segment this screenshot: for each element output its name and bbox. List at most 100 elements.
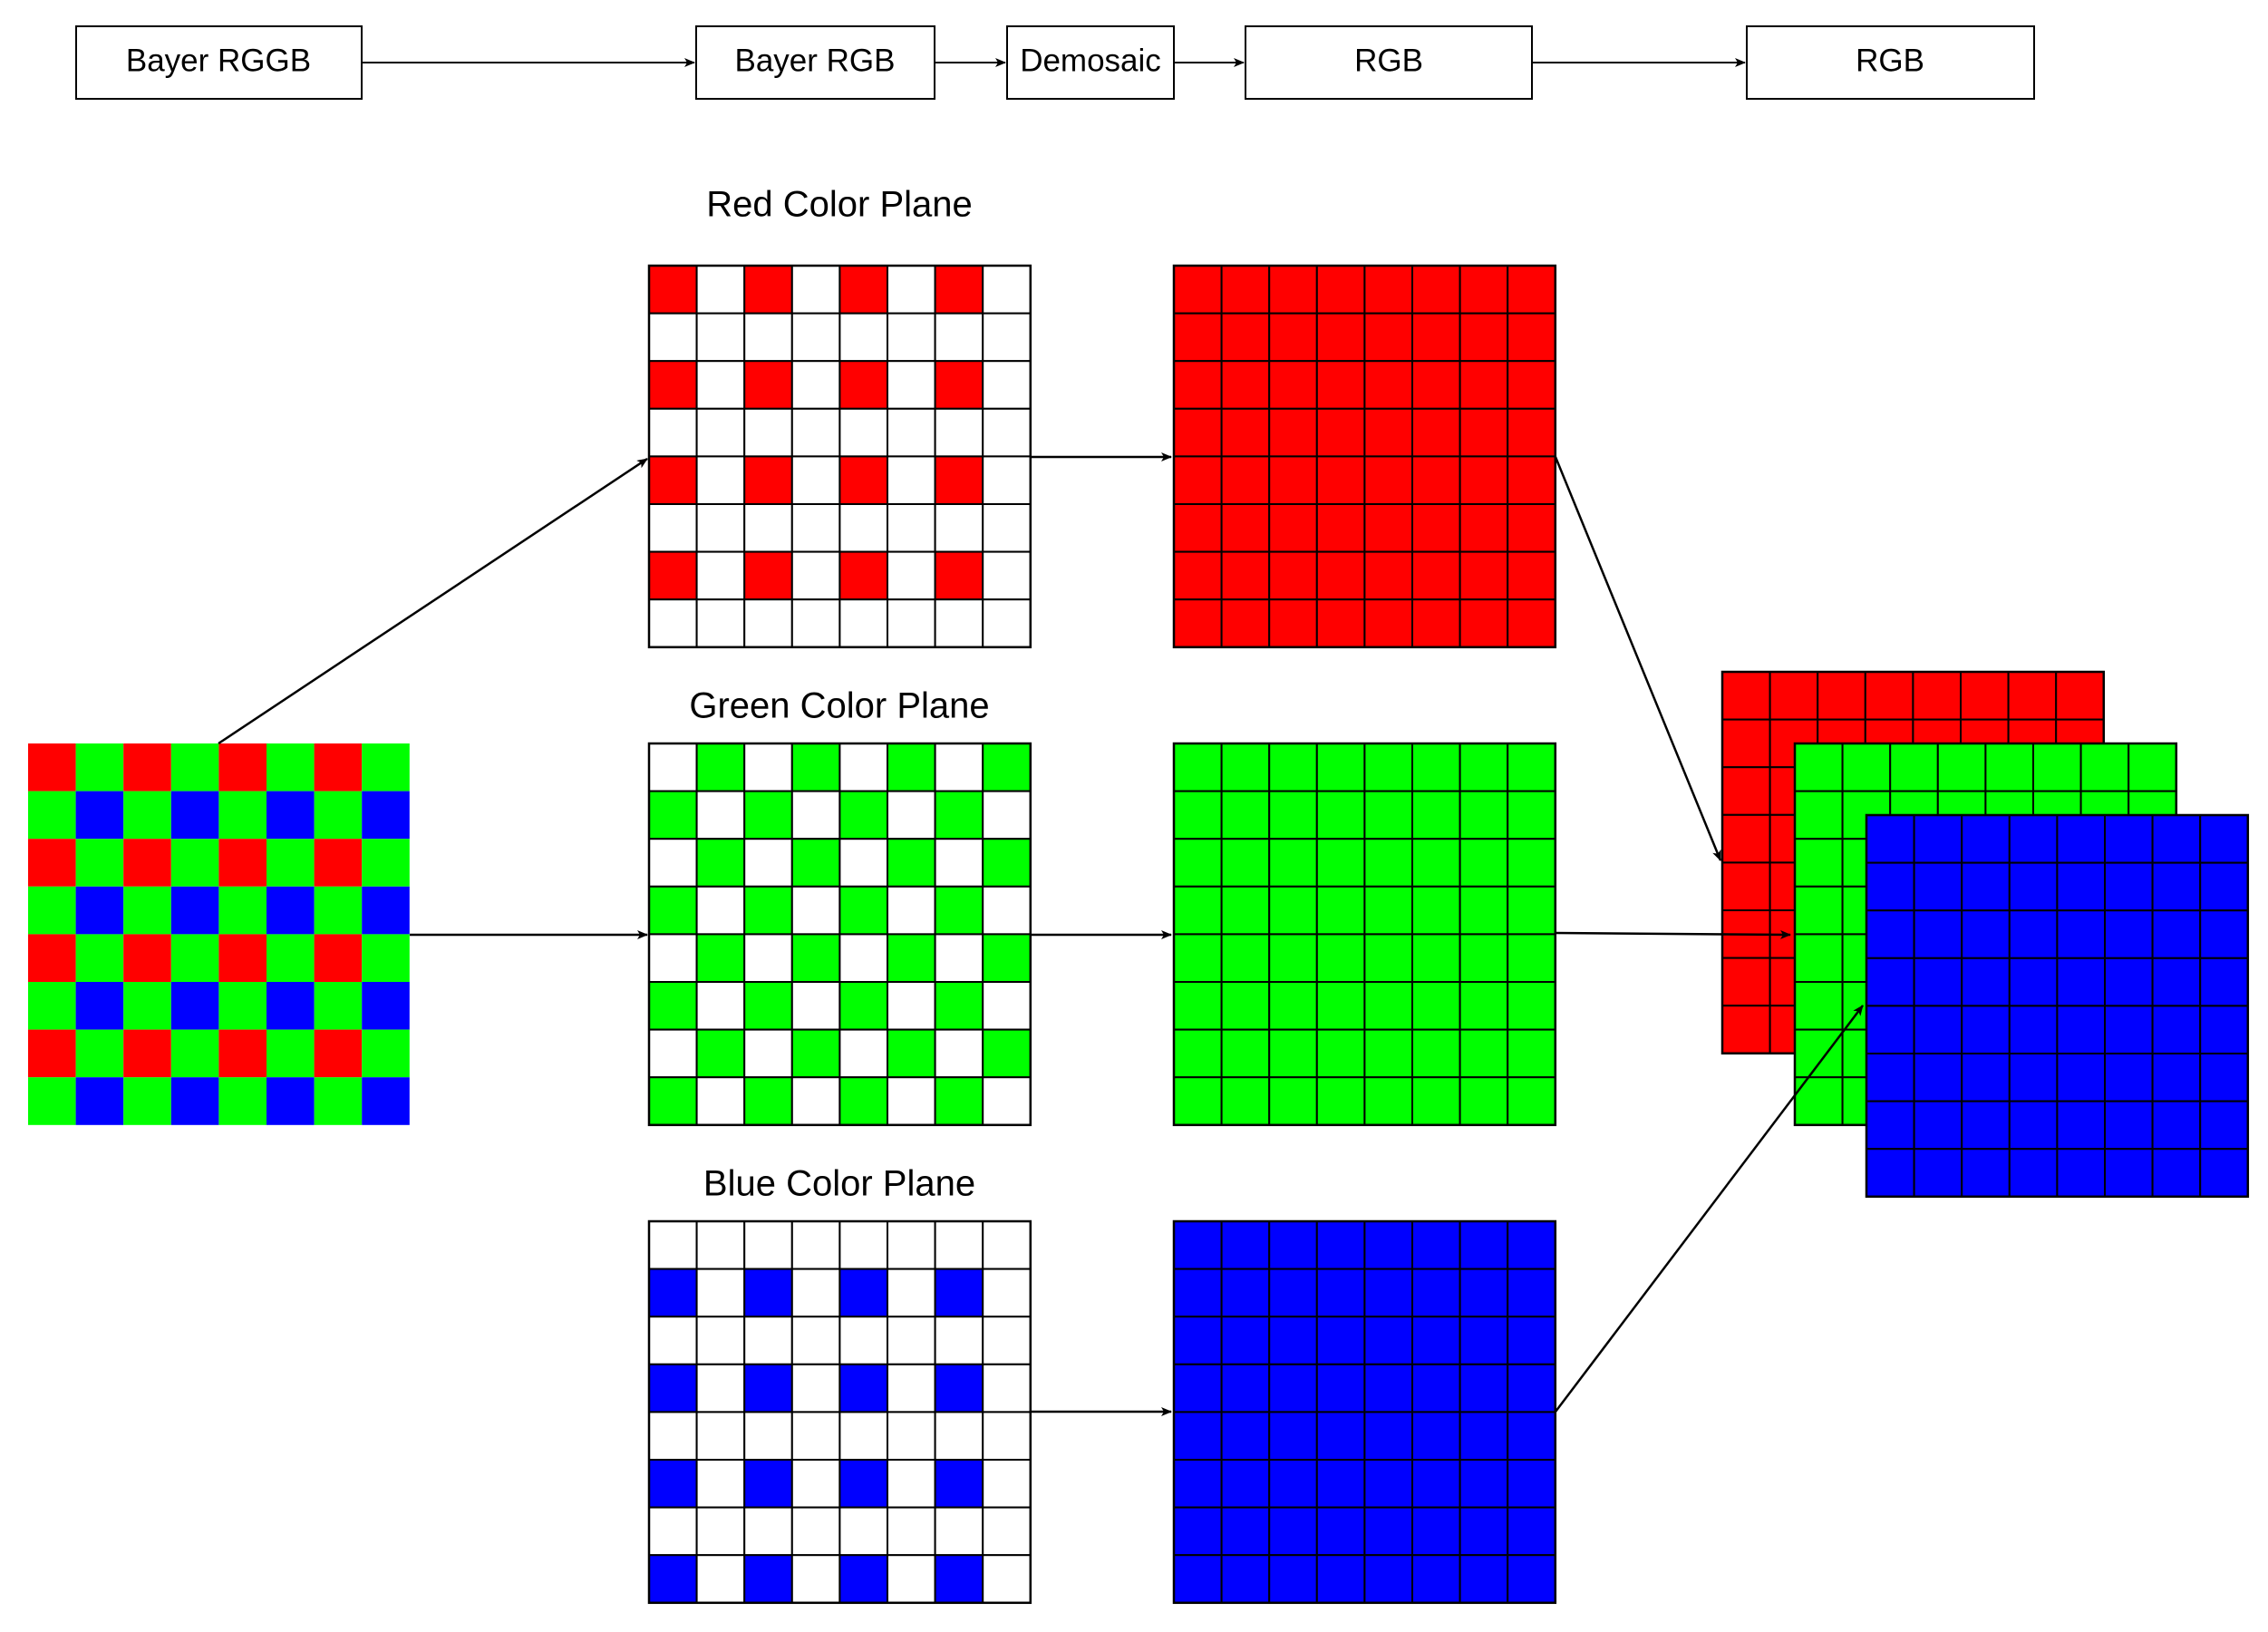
grid-cell [2008,1005,2059,1055]
grid-cell [982,1554,1032,1604]
grid-cell [362,839,410,887]
grid-cell [2104,814,2154,864]
grid-cell [1220,1411,1271,1462]
grid-cell [2199,1100,2249,1151]
grid-cell [1315,360,1366,410]
grid-cell [1507,360,1556,410]
grid-cell [934,312,984,363]
grid-cell [1173,265,1223,315]
grid-cell [1411,981,1461,1031]
grid-cell [1315,1363,1366,1413]
grid-cell [123,839,171,887]
grid-cell [2199,957,2249,1007]
grid-cell [790,455,841,505]
grid-cell [218,886,267,935]
grid-cell [1173,455,1223,505]
grid-cell [2056,1100,2106,1151]
grid-cell [1721,718,1771,769]
green-sparse-plane [647,742,1032,1127]
grid-cell [218,839,267,887]
grid-cell [743,265,793,315]
grid-cell [887,1411,936,1462]
grid-cell [28,886,76,935]
grid-cell [648,1028,698,1079]
stage-label: Bayer RGB [735,43,896,78]
grid-cell [1315,598,1366,648]
grid-cell [648,1220,698,1270]
grid-cell [1363,838,1414,888]
grid-cell [1268,1316,1318,1365]
grid-cell [1220,312,1271,363]
grid-cell [2199,1148,2249,1198]
grid-cell [28,934,76,982]
grid-cell [362,743,410,792]
grid-cell [1315,1411,1366,1462]
grid-cell [838,838,889,888]
grid-cell [1315,885,1366,936]
grid-cell [648,838,698,888]
grid-cell [1459,981,1509,1031]
grid-cell [1961,1053,2011,1103]
grid-cell [934,598,984,648]
grid-cell [743,933,793,984]
grid-cell [887,265,936,315]
grid-cell [2151,1100,2202,1151]
grid-cell [648,265,698,315]
grid-cell [887,1554,936,1604]
grid-border [1172,1219,1557,1605]
grid-cell [1268,550,1318,601]
grid-cell [314,1029,363,1078]
grid-border [1172,742,1557,1127]
grid-cell [123,886,171,935]
grid-cell [695,550,746,601]
grid-cell [2151,861,2202,912]
grid-cell [743,550,793,601]
grid-cell [838,1220,889,1270]
grid-cell [1866,1053,1915,1103]
grid-cell [1268,455,1318,505]
grid-cell [170,886,219,935]
grid-cell [1507,455,1556,505]
arrow-green-to-stack [1555,929,1791,939]
grid-cell [743,312,793,363]
grid-cell [982,933,1032,984]
grid-cell [1866,1005,1915,1055]
grid-border [647,264,1032,649]
grid-cell [790,550,841,601]
grid-cell [838,1411,889,1462]
blue-sparse-plane [647,1219,1032,1605]
grid-cell [1913,1053,1963,1103]
grid-cell [2104,1005,2154,1055]
grid-cell [982,885,1032,936]
grid-border [647,742,1032,1127]
grid-cell [1363,981,1414,1031]
grid-cell [934,550,984,601]
grid-cell [887,1076,936,1126]
grid-cell [2008,814,2059,864]
stage-bayer-rgb: Bayer RGB [695,25,935,100]
grid-cell [1268,743,1318,792]
grid-cell [1913,861,1963,912]
grid-cell [648,360,698,410]
red-sparse-plane [647,264,1032,649]
grid-cell [1961,909,2011,959]
grid-cell [934,455,984,505]
grid-cell [1363,1028,1414,1079]
grid-cell [1794,885,1844,936]
grid-cell [1866,1100,1915,1151]
grid-cell [1268,1459,1318,1509]
grid-cell [695,312,746,363]
grid-cell [267,886,315,935]
grid-cell [1220,455,1271,505]
grid-cell [267,839,315,887]
grid-cell [1173,1459,1223,1509]
grid-cell [790,790,841,840]
green-full-plane [1172,742,1557,1127]
grid-cell [1220,1220,1271,1270]
grid-cell [2104,861,2154,912]
grid-cell [1459,885,1509,936]
grid-cell [838,1316,889,1365]
blue-full-plane [1172,1219,1557,1605]
grid-cell [838,1506,889,1557]
grid-cell [1220,550,1271,601]
